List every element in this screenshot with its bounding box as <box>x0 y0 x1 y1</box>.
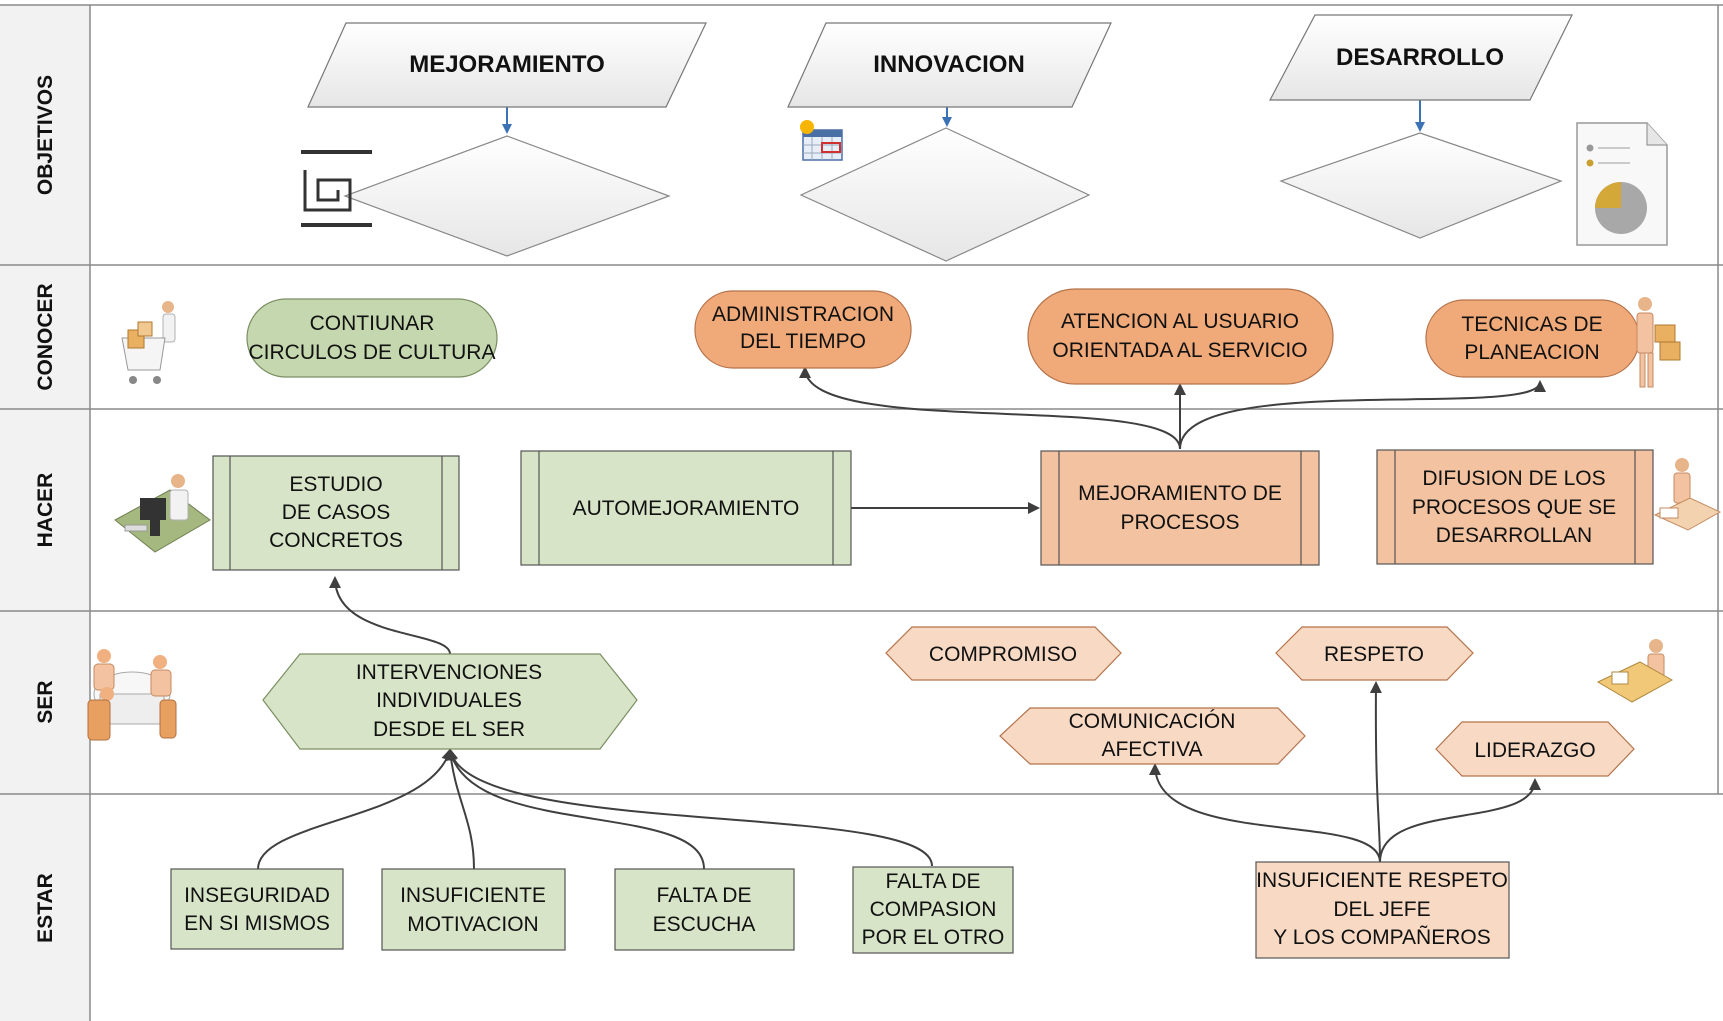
intervenciones-line-3: DESDE EL SER <box>373 718 525 741</box>
respeto-jefe-line-2: DEL JEFE <box>1333 898 1430 921</box>
lane-label-conocer: CONOCER <box>34 283 57 390</box>
planeacion-line-1: TECNICAS DE <box>1461 313 1602 336</box>
intervenciones-line-2: INDIVIDUALES <box>376 689 522 712</box>
procesos-line-2: PROCESOS <box>1120 511 1239 534</box>
lanes: OBJETIVOS CONOCER HACER SER ESTAR <box>0 4 1723 1021</box>
compasion-line-1: FALTA DE <box>886 870 981 893</box>
estar-falta-compasion: FALTA DE COMPASION POR EL OTRO <box>852 866 1014 954</box>
comunicacion-line-1: COMUNICACIÓN <box>1069 710 1236 733</box>
estudio-line-3: CONCRETOS <box>269 529 403 552</box>
report-pie-icon <box>1576 122 1668 246</box>
objetivo-mejoramiento: MEJORAMIENTO <box>307 22 707 257</box>
difusion-line-1: DIFUSION DE LOS <box>1422 467 1605 490</box>
automejoramiento-label: AUTOMEJORAMIENTO <box>573 497 800 520</box>
conocer-administracion-tiempo: ADMINISTRACION DEL TIEMPO <box>694 290 912 369</box>
computer-desk-person-icon <box>114 474 211 553</box>
spiral-icon <box>301 150 372 227</box>
objetivo-mejoramiento-label: MEJORAMIENTO <box>409 51 605 78</box>
objetivo-desarrollo-label: DESARROLLO <box>1336 44 1504 71</box>
usuario-line-2: ORIENTADA AL SERVICIO <box>1052 339 1307 362</box>
estar-inseguridad: INSEGURIDAD EN SI MISMOS <box>170 868 344 950</box>
estar-insuficiente-respeto: INSUFICIENTE RESPETO DEL JEFE Y LOS COMP… <box>1255 861 1510 959</box>
objetivo-innovacion: INNOVACION <box>787 22 1112 262</box>
lane-label-hacer: HACER <box>34 473 57 548</box>
inseguridad-line-1: INSEGURIDAD <box>184 884 330 907</box>
motivacion-line-1: INSUFICIENTE <box>400 884 546 907</box>
estudio-line-2: DE CASOS <box>282 501 391 524</box>
lane-label-objetivos: OBJETIVOS <box>34 75 57 195</box>
respeto-jefe-line-1: INSUFICIENTE RESPETO <box>1256 869 1508 892</box>
conocer-atencion-usuario: ATENCION AL USUARIO ORIENTADA AL SERVICI… <box>1027 288 1334 385</box>
escucha-line-1: FALTA DE <box>657 884 752 907</box>
estar-insuficiente-motivacion: INSUFICIENTE MOTIVACION <box>381 868 566 951</box>
lane-label-estar: ESTAR <box>34 873 57 943</box>
objetivo-desarrollo: DESARROLLO <box>1269 14 1573 239</box>
delivery-person-icon <box>1636 297 1681 388</box>
estudio-line-1: ESTUDIO <box>289 473 382 496</box>
conocer-circulos-cultura: CONTIUNAR CIRCULOS DE CULTURA <box>246 298 498 378</box>
tiempo-line-2: DEL TIEMPO <box>740 330 866 353</box>
circulos-line-1: CONTIUNAR <box>310 312 435 335</box>
intervenciones-line-1: INTERVENCIONES <box>356 661 542 684</box>
estar-falta-escucha: FALTA DE ESCUCHA <box>614 868 795 951</box>
hacer-mejoramiento-procesos: MEJORAMIENTO DE PROCESOS <box>1040 450 1320 566</box>
respeto-jefe-line-3: Y LOS COMPAÑEROS <box>1273 925 1490 949</box>
inseguridad-line-2: EN SI MISMOS <box>184 912 330 935</box>
usuario-line-1: ATENCION AL USUARIO <box>1061 310 1299 333</box>
hacer-automejoramiento: AUTOMEJORAMIENTO <box>520 450 852 566</box>
compromiso-label: COMPROMISO <box>929 643 1077 666</box>
difusion-line-3: DESARROLLAN <box>1436 524 1592 547</box>
escucha-line-2: ESCUCHA <box>653 913 756 936</box>
motivacion-line-2: MOTIVACION <box>407 913 538 936</box>
ser-respeto: RESPETO <box>1275 626 1474 681</box>
ser-compromiso: COMPROMISO <box>885 626 1122 681</box>
meeting-table-icon <box>87 649 177 741</box>
compasion-line-2: COMPASION <box>870 898 997 921</box>
hacer-difusion-procesos: DIFUSION DE LOS PROCESOS QUE SE DESARROL… <box>1376 449 1654 565</box>
connectors <box>257 100 1546 870</box>
procesos-line-1: MEJORAMIENTO DE <box>1078 482 1282 505</box>
calendar-icon <box>800 120 843 161</box>
tiempo-line-1: ADMINISTRACION <box>712 303 894 326</box>
conocer-tecnicas-planeacion: TECNICAS DE PLANEACION <box>1425 299 1640 378</box>
ser-intervenciones: INTERVENCIONES INDIVIDUALES DESDE EL SER <box>262 653 638 750</box>
liderazgo-label: LIDERAZGO <box>1474 739 1595 762</box>
office-worker-icon <box>1596 639 1674 703</box>
shopping-cart-person-icon <box>121 301 176 384</box>
difusion-line-2: PROCESOS QUE SE <box>1412 496 1616 519</box>
lane-label-ser: SER <box>34 680 57 723</box>
comunicacion-line-2: AFECTIVA <box>1101 738 1202 761</box>
ser-comunicacion-afectiva: COMUNICACIÓN AFECTIVA <box>999 707 1306 765</box>
ser-liderazgo: LIDERAZGO <box>1435 721 1635 777</box>
objetivo-innovacion-label: INNOVACION <box>873 51 1025 78</box>
planeacion-line-2: PLANEACION <box>1464 341 1599 364</box>
compasion-line-3: POR EL OTRO <box>862 926 1005 949</box>
respeto-label: RESPETO <box>1324 643 1424 666</box>
hacer-estudio-casos: ESTUDIO DE CASOS CONCRETOS <box>212 455 460 571</box>
desk-worker-icon <box>1653 458 1722 531</box>
circulos-line-2: CIRCULOS DE CULTURA <box>249 341 496 364</box>
